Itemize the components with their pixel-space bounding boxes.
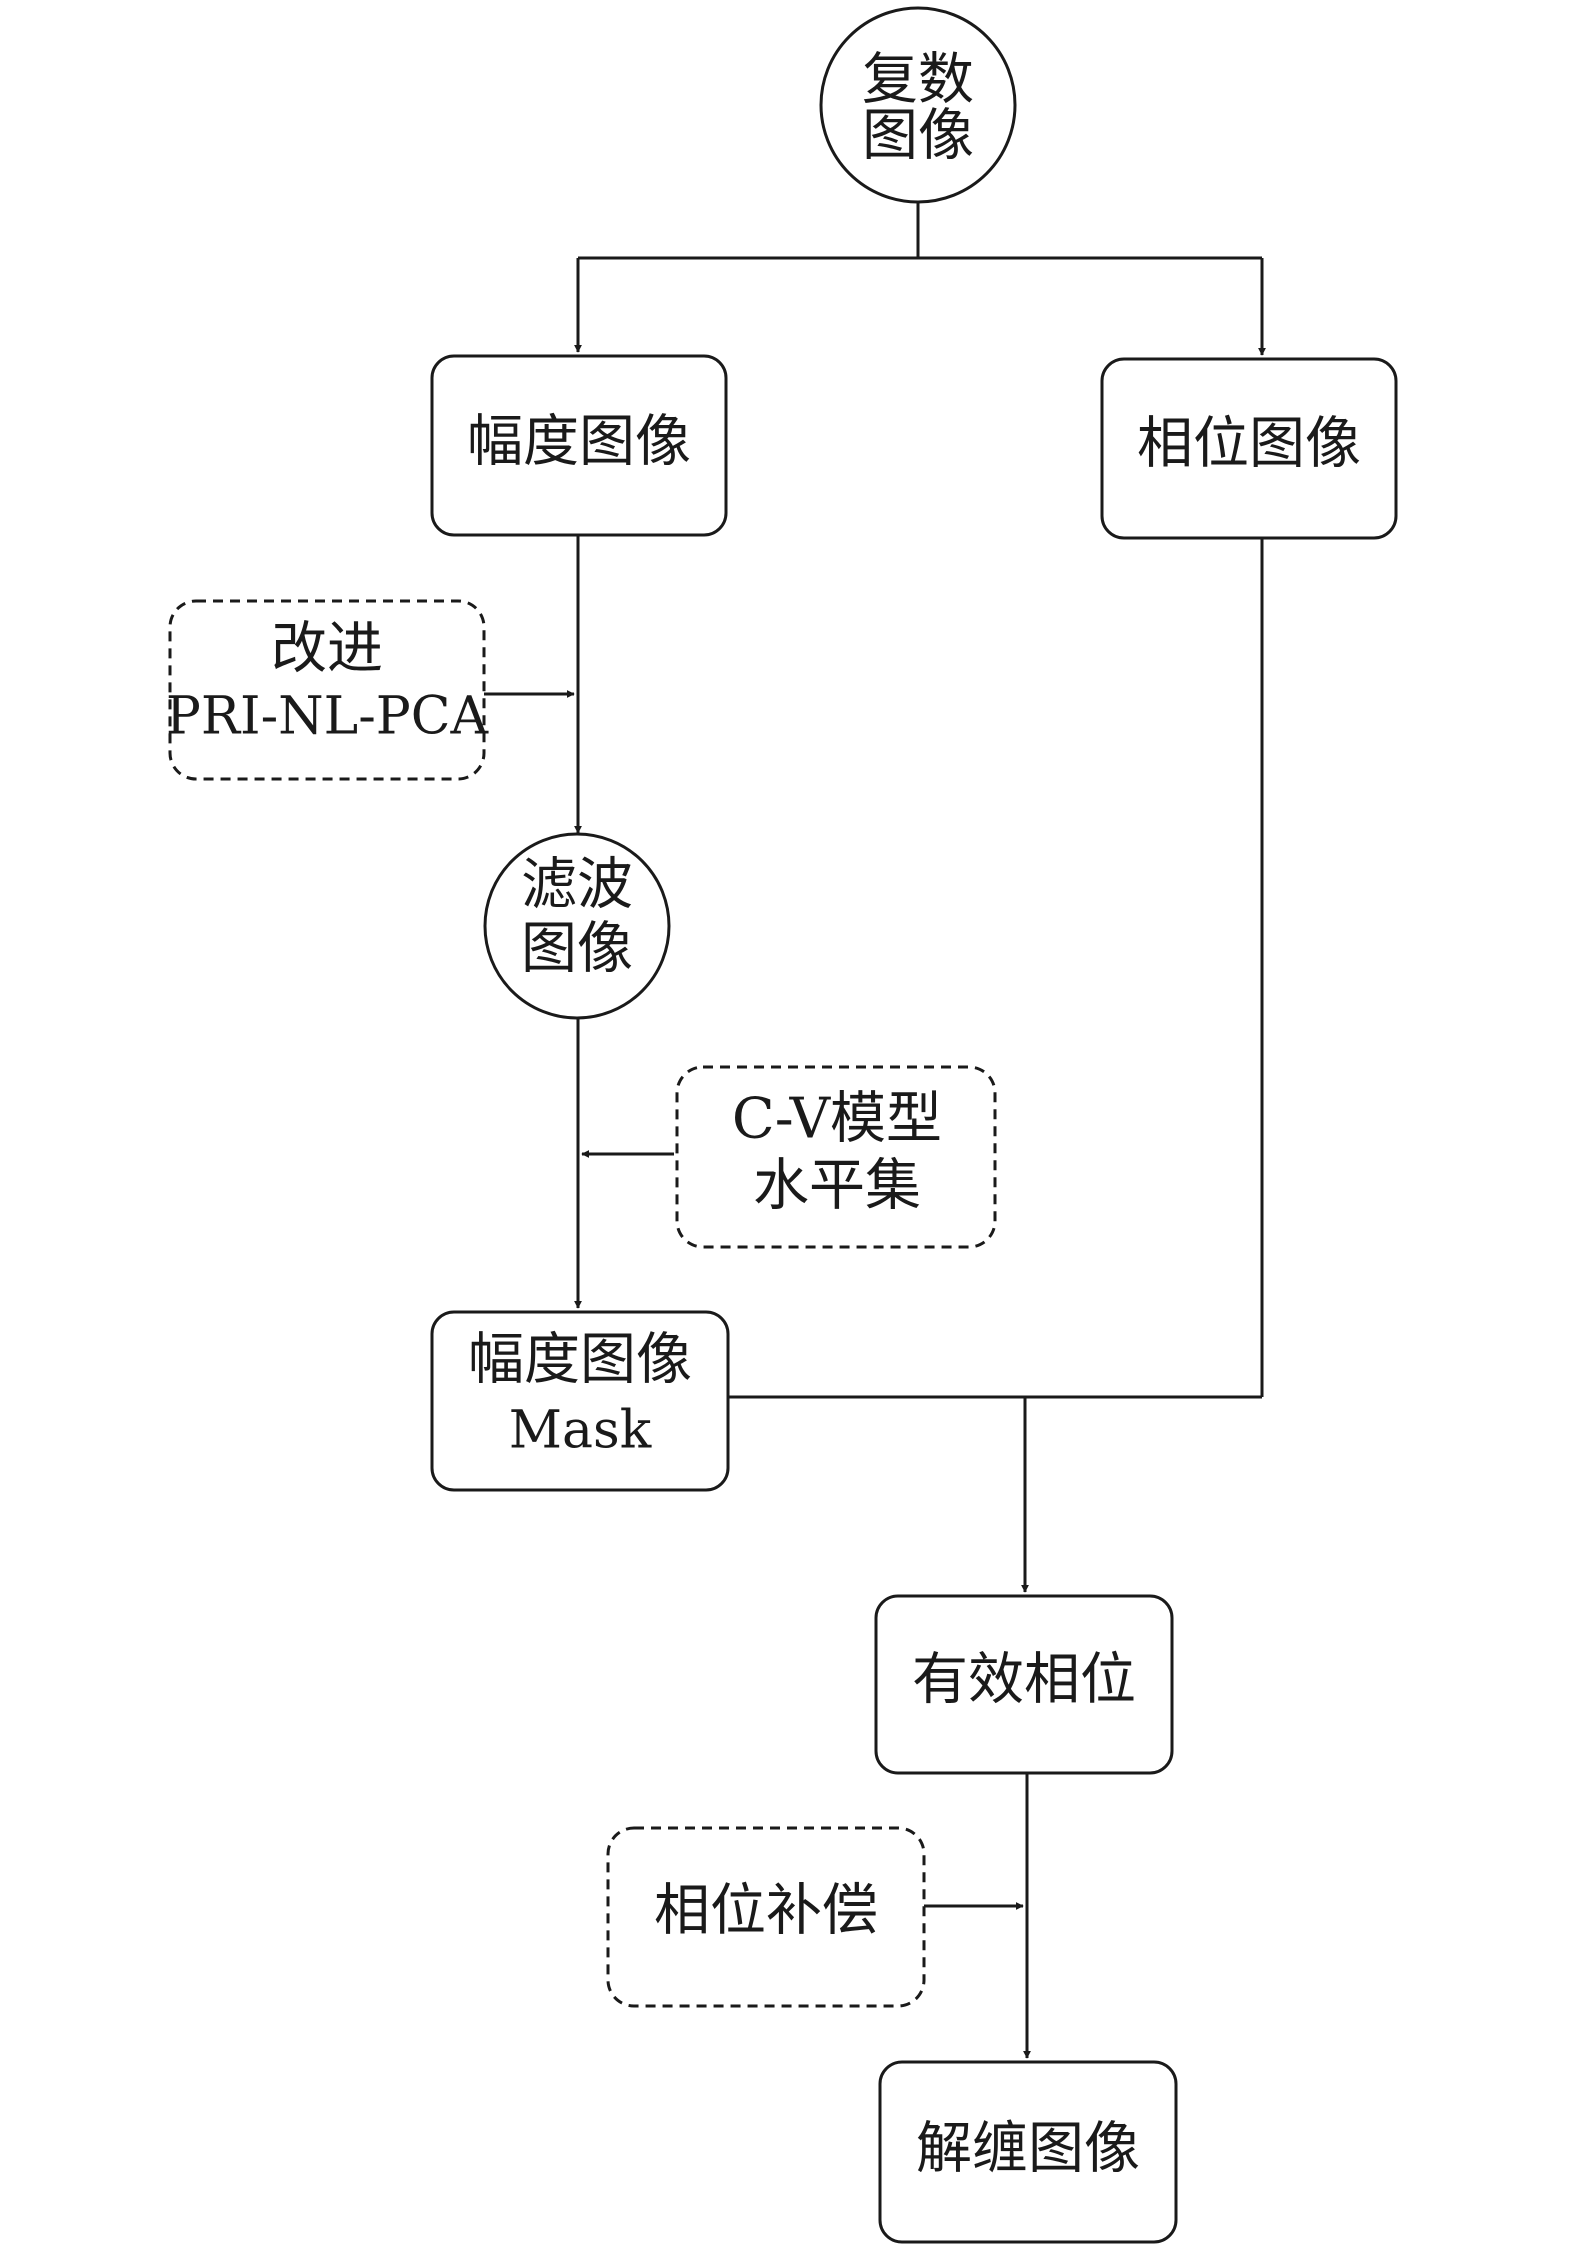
filtered-image-line1: 滤波 xyxy=(521,853,633,918)
valid-phase-box xyxy=(874,1594,1174,1775)
valid-phase-label: 有效相位 xyxy=(912,1648,1136,1713)
node-phase-compensation: 相位补偿 xyxy=(606,1826,926,2008)
amplitude-mask-line1: 幅度图像 xyxy=(468,1328,692,1393)
filtered-image-line2: 图像 xyxy=(521,917,633,982)
node-complex-image: 复数 图像 xyxy=(819,6,1017,204)
complex-image-line2: 图像 xyxy=(862,104,974,169)
node-cv-level-set: C-V模型 水平集 xyxy=(675,1065,997,1249)
complex-image-line1: 复数 xyxy=(862,48,974,113)
cv-level-set-line2: 水平集 xyxy=(753,1154,921,1219)
phase-image-label: 相位图像 xyxy=(1137,412,1361,477)
amplitude-image-box xyxy=(430,354,728,537)
improved-filter-line2: PRI-NL-PCA xyxy=(166,687,490,747)
node-amplitude-mask: 幅度图像 Mask xyxy=(430,1310,730,1492)
amplitude-image-label: 幅度图像 xyxy=(467,410,691,475)
amplitude-mask-box xyxy=(430,1310,730,1492)
unwrapped-image-box xyxy=(878,2060,1178,2244)
node-phase-image: 相位图像 xyxy=(1100,357,1398,540)
phase-compensation-box xyxy=(606,1826,926,2008)
phase-image-box xyxy=(1100,357,1398,540)
cv-level-set-box xyxy=(675,1065,997,1249)
complex-image-circle xyxy=(819,6,1017,204)
unwrapped-image-label: 解缠图像 xyxy=(916,2117,1140,2182)
connectors xyxy=(484,202,1266,2059)
node-amplitude-image: 幅度图像 xyxy=(430,354,728,537)
phase-compensation-label: 相位补偿 xyxy=(654,1879,878,1944)
node-filtered-image: 滤波 图像 xyxy=(483,832,671,1020)
filtered-image-circle xyxy=(483,832,671,1020)
improved-filter-box xyxy=(168,599,486,781)
node-improved-filter: 改进 PRI-NL-PCA xyxy=(166,599,490,781)
improved-filter-line1: 改进 xyxy=(271,617,383,682)
cv-level-set-line1: C-V模型 xyxy=(732,1087,942,1152)
node-unwrapped-image: 解缠图像 xyxy=(878,2060,1178,2244)
node-valid-phase: 有效相位 xyxy=(874,1594,1174,1775)
amplitude-mask-line2: Mask xyxy=(509,1401,652,1461)
